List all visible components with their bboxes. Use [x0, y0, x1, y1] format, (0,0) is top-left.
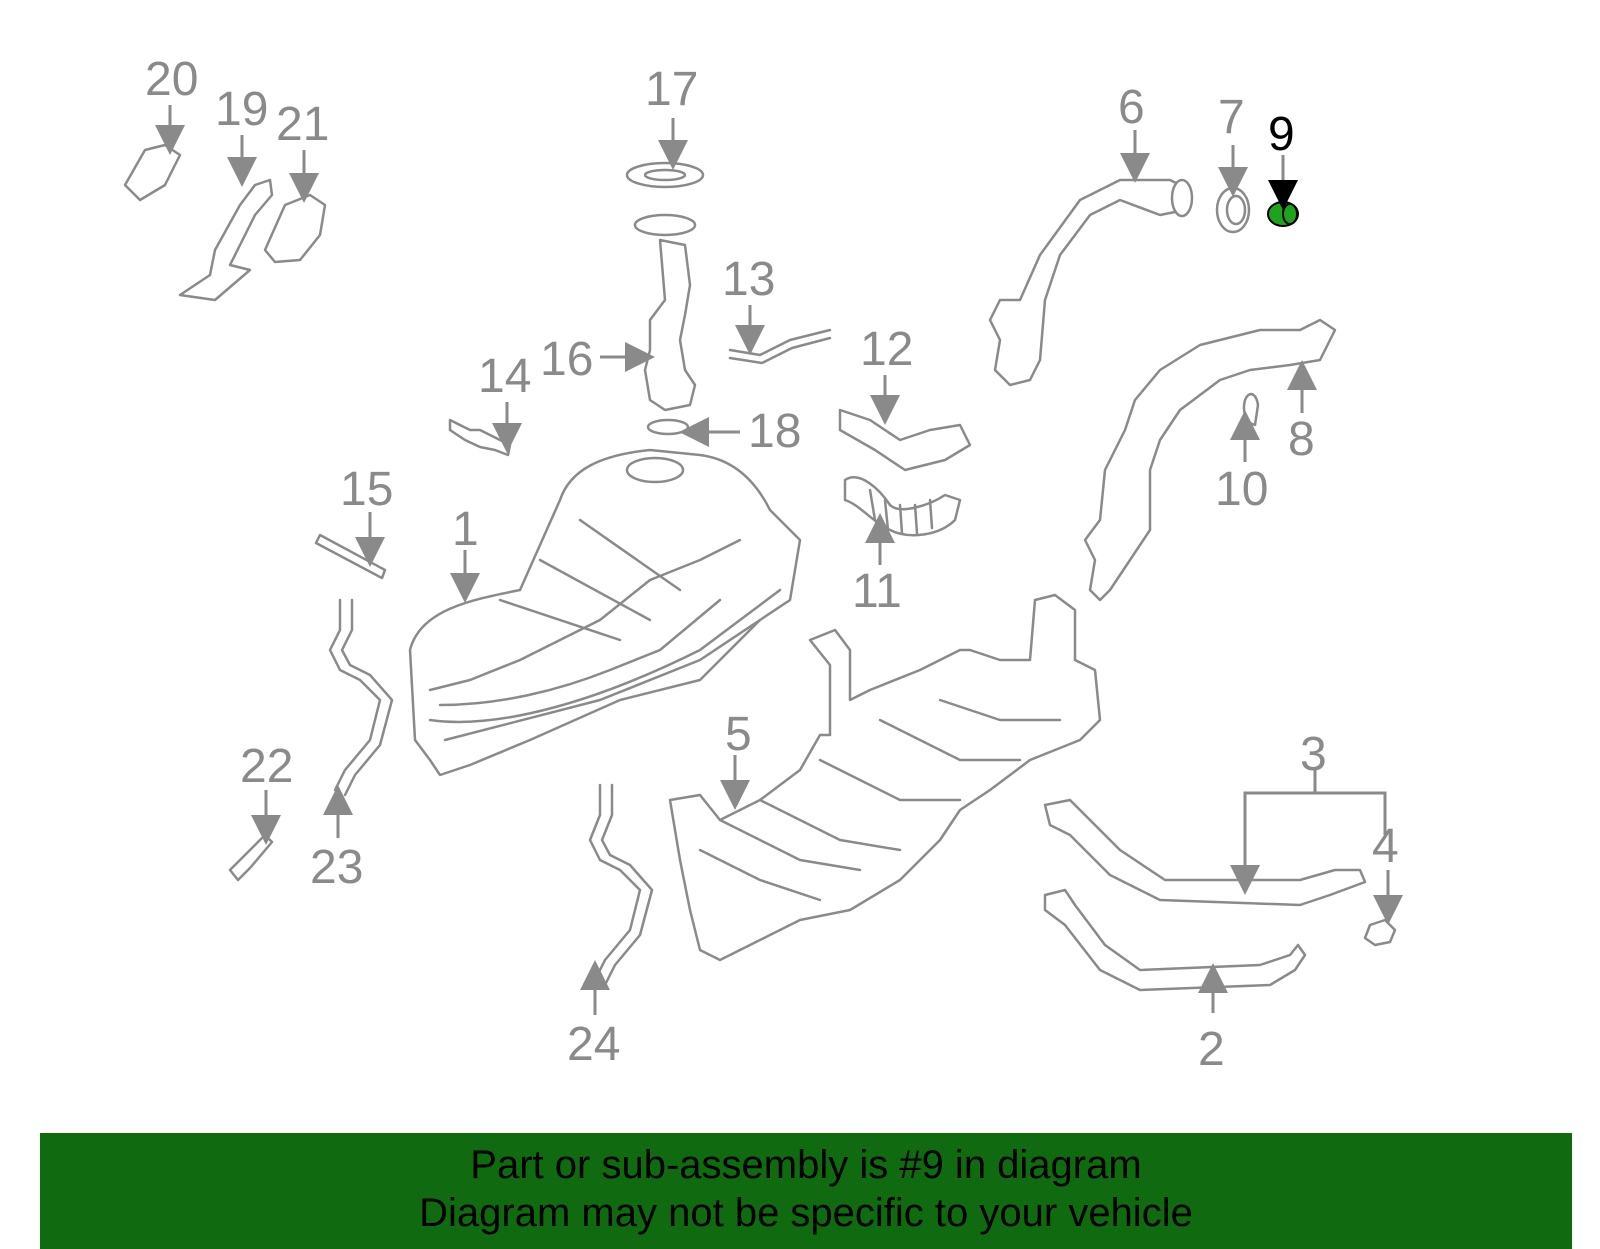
part-15-pin[interactable] — [314, 533, 387, 580]
part-10-clip[interactable] — [1240, 392, 1260, 427]
callout-24: 24 — [567, 1018, 620, 1071]
callout-13: 13 — [722, 253, 775, 306]
callout-18: 18 — [748, 405, 801, 458]
part-5-skid-plate[interactable] — [668, 593, 1102, 962]
callout-19: 19 — [215, 83, 268, 136]
callout-3: 3 — [1300, 728, 1327, 781]
part-8-filler-shield[interactable] — [1083, 318, 1337, 602]
callout-4: 4 — [1372, 820, 1399, 873]
callout-21: 21 — [276, 98, 329, 151]
part-7-seal-ring[interactable] — [1215, 186, 1251, 234]
part-23-hose[interactable] — [328, 598, 394, 797]
part-12-hose[interactable] — [838, 408, 972, 472]
part-13-hose[interactable] — [728, 328, 832, 365]
callout-10: 10 — [1215, 463, 1268, 516]
part-20-filter[interactable] — [123, 143, 182, 202]
part-21-strainer[interactable] — [263, 193, 327, 264]
part-18-o-ring[interactable] — [646, 418, 690, 436]
callout-labels: 1 2 3 4 5 6 7 9 8 10 11 12 13 14 15 16 1… — [145, 53, 1399, 1076]
callout-9-highlighted: 9 — [1268, 108, 1295, 161]
banner-line-2: Diagram may not be specific to your vehi… — [419, 1191, 1193, 1235]
callout-5: 5 — [725, 708, 752, 761]
callout-15: 15 — [340, 463, 393, 516]
part-6-filler-neck[interactable] — [988, 178, 1194, 387]
part-22-fitting[interactable] — [228, 833, 274, 882]
callout-20: 20 — [145, 53, 198, 106]
callout-12: 12 — [860, 323, 913, 376]
callout-8: 8 — [1288, 413, 1315, 466]
part-3-strap[interactable] — [1043, 798, 1367, 907]
part-2-strap[interactable] — [1043, 888, 1307, 992]
part-19-pump[interactable] — [178, 178, 274, 302]
callout-14: 14 — [478, 350, 531, 403]
callout-1: 1 — [452, 503, 479, 556]
callout-22: 22 — [240, 740, 293, 793]
leader-arrows — [155, 105, 1403, 1015]
part-17-lock-ring[interactable] — [625, 161, 705, 189]
callout-17: 17 — [645, 63, 698, 116]
info-banner: Part or sub-assembly is #9 in diagram Di… — [40, 1133, 1572, 1249]
banner-line-1: Part or sub-assembly is #9 in diagram — [470, 1143, 1142, 1187]
part-9-cap-highlighted[interactable] — [1267, 201, 1299, 227]
callout-7: 7 — [1218, 91, 1245, 144]
callout-16: 16 — [540, 333, 593, 386]
part-11-hose[interactable] — [843, 476, 962, 537]
part-14-valve[interactable] — [448, 418, 512, 457]
part-24-hose[interactable] — [588, 783, 654, 987]
part-4-bolt[interactable] — [1363, 918, 1397, 947]
callout-11: 11 — [852, 565, 902, 618]
callout-23: 23 — [310, 841, 363, 894]
callout-2: 2 — [1198, 1023, 1225, 1076]
part-16-sender-unit[interactable] — [633, 213, 697, 412]
callout-6: 6 — [1118, 81, 1145, 134]
